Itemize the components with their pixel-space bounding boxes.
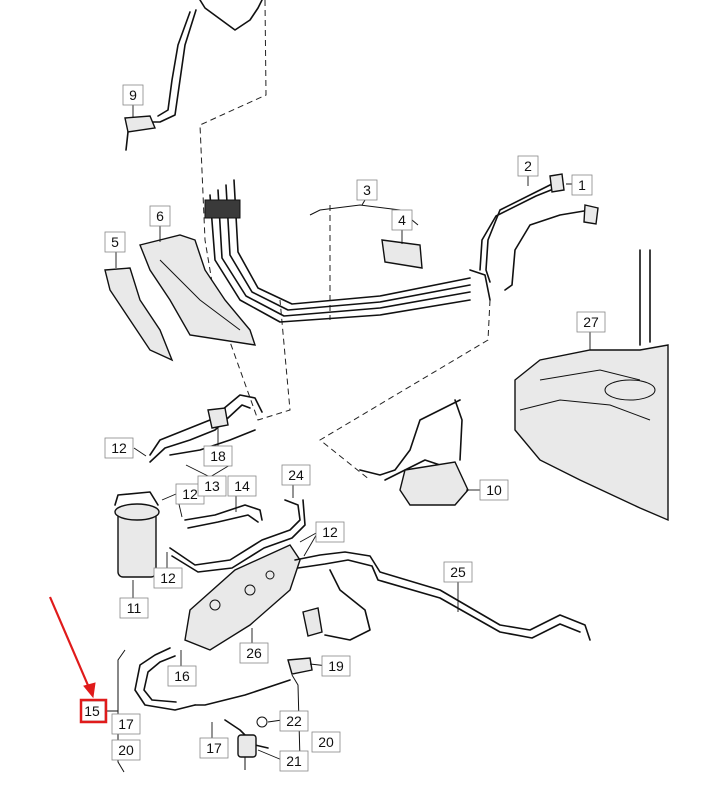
- callout-label-12-b: 12: [175, 483, 205, 505]
- svg-text:19: 19: [328, 658, 344, 674]
- svg-text:12: 12: [160, 570, 176, 586]
- part-10-pump-module: [359, 399, 469, 506]
- svg-text:20: 20: [318, 734, 334, 750]
- part-6-heat-shield: [139, 234, 257, 346]
- callout-label-17-a: 17: [111, 713, 141, 735]
- callout-label-20-a: 20: [111, 739, 141, 761]
- svg-text:13: 13: [204, 478, 220, 494]
- svg-text:4: 4: [398, 212, 406, 228]
- svg-text:20: 20: [118, 742, 134, 758]
- part-9-fuel-line: [124, 0, 263, 151]
- callout-label-1: 1: [571, 174, 593, 196]
- svg-text:14: 14: [234, 478, 250, 494]
- callout-label-20-b: 20: [311, 731, 341, 753]
- part-3-line-bundle: [204, 179, 491, 323]
- callout-label-3: 3: [356, 179, 378, 201]
- svg-text:5: 5: [111, 234, 119, 250]
- callout-label-15: 15: [79, 698, 108, 724]
- parts-20-21-22-fitting: [224, 716, 269, 770]
- callout-label-17-b: 17: [199, 737, 229, 759]
- callout-label-25: 25: [443, 561, 473, 583]
- part-25-hose: [294, 551, 591, 641]
- parts-15-16-17-19-hoses: [134, 647, 313, 711]
- svg-text:21: 21: [286, 753, 302, 769]
- svg-text:15: 15: [84, 703, 100, 719]
- parts-12-13-18-hoses: [149, 394, 263, 463]
- callout-label-18: 18: [203, 445, 233, 467]
- callout-label-19: 19: [321, 655, 351, 677]
- parts-14-24-hoses: [169, 499, 306, 573]
- callout-label-11: 11: [119, 597, 149, 619]
- svg-text:10: 10: [486, 482, 502, 498]
- callout-label-12-a: 12: [104, 437, 134, 459]
- svg-text:24: 24: [288, 467, 304, 483]
- callout-label-26: 26: [239, 642, 269, 664]
- svg-text:12: 12: [111, 440, 127, 456]
- svg-text:12: 12: [182, 486, 198, 502]
- callout-label-13: 13: [197, 475, 227, 497]
- svg-text:25: 25: [450, 564, 466, 580]
- callout-label-24: 24: [281, 464, 311, 486]
- svg-text:27: 27: [583, 314, 599, 330]
- svg-text:6: 6: [156, 208, 164, 224]
- svg-text:2: 2: [524, 158, 532, 174]
- part-27-fuel-tank: [514, 249, 669, 522]
- callout-label-9: 9: [122, 84, 144, 106]
- svg-text:9: 9: [129, 87, 137, 103]
- svg-text:3: 3: [363, 182, 371, 198]
- callout-label-22: 22: [279, 710, 309, 732]
- svg-text:16: 16: [174, 668, 190, 684]
- svg-text:22: 22: [286, 713, 302, 729]
- svg-text:18: 18: [210, 448, 226, 464]
- part-5-bracket: [104, 267, 174, 362]
- svg-text:26: 26: [246, 645, 262, 661]
- callout-label-14: 14: [227, 475, 257, 497]
- part-11-fuel-filter: [114, 491, 160, 578]
- callout-label-12-d: 12: [315, 521, 345, 543]
- callout-label-10: 10: [479, 479, 509, 501]
- callout-label-2: 2: [517, 155, 539, 177]
- svg-text:11: 11: [127, 600, 142, 616]
- svg-text:17: 17: [118, 716, 134, 732]
- highlight-arrow: [48, 596, 96, 699]
- callout-label-5: 5: [104, 231, 126, 253]
- svg-text:17: 17: [206, 740, 222, 756]
- svg-text:12: 12: [322, 524, 338, 540]
- part-26-mounting-plate: [184, 544, 301, 651]
- callout-label-21: 21: [279, 750, 309, 772]
- callout-label-27: 27: [576, 311, 606, 333]
- callout-label-6: 6: [149, 205, 171, 227]
- parts-1-2-pipes: [479, 173, 599, 291]
- dashed-assembly-outline: [199, 0, 491, 481]
- callout-label-12-c: 12: [153, 567, 183, 589]
- callout-label-16: 16: [167, 665, 197, 687]
- svg-text:1: 1: [578, 177, 586, 193]
- callout-label-4: 4: [391, 209, 413, 231]
